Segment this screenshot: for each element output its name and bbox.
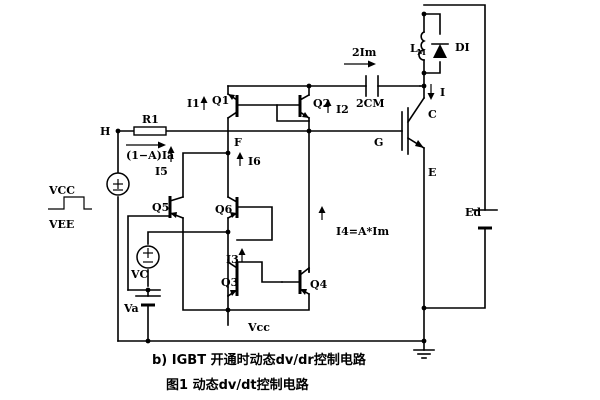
voltage-source-h (106, 172, 130, 196)
igbt-transistor (401, 96, 426, 155)
label-i5: I5 (155, 165, 168, 178)
diode-di (431, 43, 449, 58)
caption-subfigure: b) IGBT 开通时动态dv/dr控制电路 (152, 352, 367, 368)
label-inductor-m-subscript: M (417, 47, 426, 57)
label-ed: Ed (465, 206, 481, 219)
label-i2: I2 (336, 103, 349, 116)
label-vcc-input: VCC (48, 184, 75, 197)
capacitor-2cm (365, 75, 379, 97)
label-q2: Q2 (313, 97, 330, 110)
label-r1: R1 (142, 113, 159, 126)
transistor-q6 (226, 195, 239, 220)
wiring (48, 4, 486, 351)
label-i1: I1 (187, 97, 200, 110)
ground-icon (413, 349, 435, 359)
transistor-q1 (226, 92, 239, 120)
voltage-source-vc (136, 245, 160, 269)
label-emitter-e: E (428, 166, 436, 179)
current-arrows (126, 60, 435, 262)
label-q4: Q4 (310, 278, 328, 291)
label-inductor-l: L (410, 42, 418, 55)
transistor-q5 (168, 196, 185, 220)
label-q6: Q6 (215, 203, 233, 216)
transistor-q2 (298, 93, 311, 120)
transistor-q3 (226, 260, 239, 298)
label-vc: VC (130, 268, 149, 281)
label-collector-c: C (428, 108, 437, 121)
gate-pulse-symbol (48, 196, 92, 210)
junction-dots (115, 11, 427, 344)
label-va: Va (123, 302, 139, 315)
caption-figure: 图1 动态dv/dt控制电路 (166, 377, 310, 393)
battery-va (135, 295, 161, 307)
label-gate-g: G (374, 136, 383, 149)
label-current-1-minus-a-ia: (1−A)Ia (126, 149, 174, 162)
label-q5: Q5 (152, 201, 169, 214)
label-vcc-bias: Vcc (247, 321, 270, 334)
label-node-h: H (100, 125, 110, 138)
label-2im: 2Im (352, 46, 377, 59)
label-q1: Q1 (212, 94, 229, 107)
label-i3: I3 (226, 253, 239, 266)
label-i4: I4=A*Im (336, 225, 389, 238)
label-q3: Q3 (221, 276, 238, 289)
transistor-q4 (281, 266, 311, 296)
resistor-r1 (133, 126, 167, 136)
label-node-f: F (234, 136, 242, 149)
inductor-lm (418, 30, 426, 61)
battery-ed (472, 209, 498, 230)
label-2cm: 2CM (356, 97, 385, 110)
label-vee-input: VEE (48, 218, 74, 231)
label-i6: I6 (248, 155, 261, 168)
label-diode-di: DI (455, 41, 470, 54)
label-current-i: I (440, 86, 445, 99)
